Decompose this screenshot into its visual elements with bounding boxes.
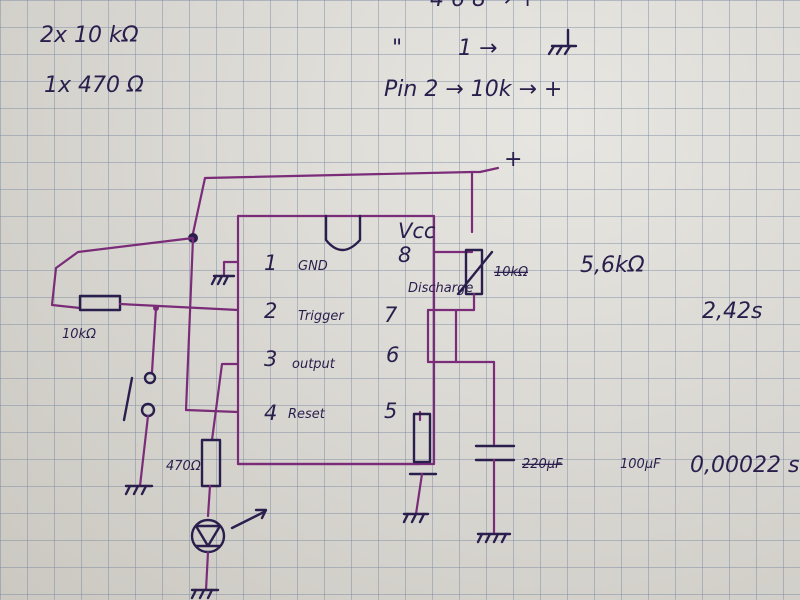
switch-icon <box>122 306 158 488</box>
cap-struck: 220µF <box>522 457 563 472</box>
pin-6-number: 6 <box>386 343 399 367</box>
timing-cap-ground-icon <box>476 532 512 544</box>
loop-wire <box>50 236 195 310</box>
note-pins-to-plus: 4 6 8 → + <box>430 0 537 12</box>
pin-7-name: Discharge <box>408 281 473 296</box>
time-annotation: 2,42s <box>702 299 762 324</box>
pin-8-number: 8 <box>398 243 411 267</box>
led-ground-wire <box>204 550 210 592</box>
note-pin1-to: 1 → <box>458 36 497 61</box>
pin5-ground-wire <box>414 472 424 516</box>
pin5-ground-icon <box>402 512 430 524</box>
note-resistors-10k: 2x 10 kΩ <box>40 23 139 48</box>
pin1-ground-icon <box>210 260 240 286</box>
note-resistor-470: 1x 470 Ω <box>44 73 144 98</box>
pin-5-number: 5 <box>384 399 397 423</box>
resistor-left-icon <box>78 294 122 312</box>
cap-secondary: 0,00022 s <box>690 453 799 478</box>
pin-4-name: Reset <box>288 407 326 422</box>
supply-plus: + <box>504 147 522 172</box>
pin-4-number: 4 <box>264 401 277 425</box>
pin-1-name: GND <box>298 259 328 274</box>
switch-ground-icon <box>124 484 154 496</box>
ic-vcc-label: Vcc <box>398 219 436 243</box>
note-ground-symbol-icon <box>547 28 578 56</box>
note-pin2-path: Pin 2 → 10k → + <box>384 77 562 102</box>
resistor-left-label: 10kΩ <box>62 327 96 342</box>
resistor-top-struck: 10kΩ <box>494 265 528 280</box>
resistor-top-value: 5,6kΩ <box>580 253 645 278</box>
led-feed-wire <box>206 484 212 518</box>
timing-capacitor-icon <box>474 444 516 462</box>
pin-2-name: Trigger <box>298 309 345 324</box>
ic-notch <box>324 214 362 252</box>
resistor-led-label: 470Ω <box>166 459 201 474</box>
pin5-capacitor-icon <box>412 412 432 464</box>
cap-value: 100µF <box>620 457 661 472</box>
reset-wire <box>184 408 240 414</box>
reset-feed-wire <box>184 236 195 412</box>
pin-3-name: output <box>292 357 336 372</box>
resistor-top-arrow <box>456 250 494 296</box>
resistor-led-icon <box>200 438 222 488</box>
pin-7-number: 7 <box>384 303 398 327</box>
pin-3-number: 3 <box>264 347 277 371</box>
trigger-wire <box>118 302 240 312</box>
pin-1-number: 1 <box>264 251 277 275</box>
led-ground-icon <box>190 588 220 600</box>
pin-2-number: 2 <box>264 299 277 323</box>
note-ditto: " <box>392 36 402 61</box>
led-icon <box>190 508 268 554</box>
output-wire <box>210 362 240 442</box>
